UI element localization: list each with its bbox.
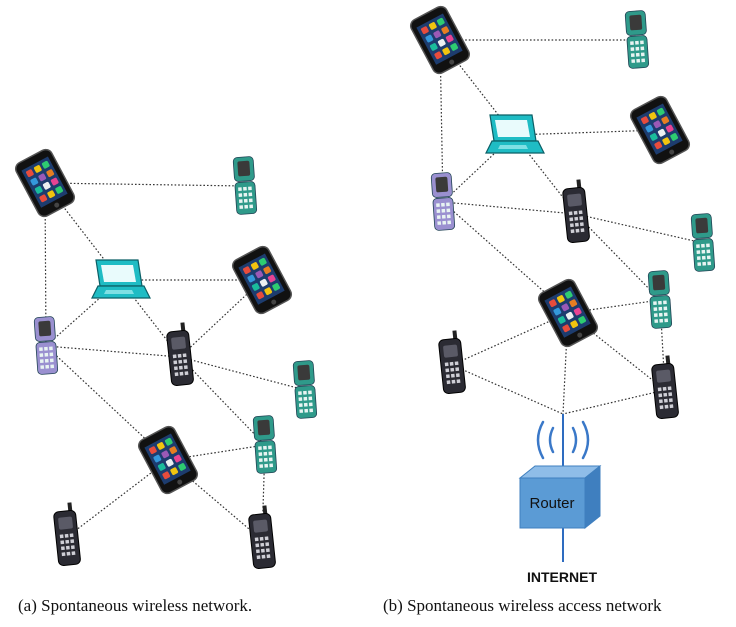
flip-phone-icon [690, 213, 716, 272]
caption-a: (a) Spontaneous wireless network. [18, 596, 253, 615]
link-s3-w2 [66, 459, 169, 538]
link-w1-f2 [575, 213, 704, 244]
walkie-phone-icon [53, 502, 81, 567]
laptop-icon [91, 259, 151, 299]
smartphone-icon [14, 148, 76, 218]
link-p1-s3 [45, 345, 169, 461]
flip-phone-icon [624, 10, 650, 69]
link-s3-w3 [567, 312, 666, 391]
purple-phone-icon [430, 172, 456, 231]
smartphone-icon [137, 425, 199, 495]
link-w3-hub [562, 389, 666, 415]
link-p1-s3 [442, 201, 569, 314]
nodes-network-b [409, 5, 716, 420]
link-p1-w1 [442, 201, 577, 215]
walkie-phone-icon [562, 179, 590, 244]
flip-phone-icon [232, 156, 258, 215]
walkie-phone-icon [166, 322, 194, 387]
caption-b: (b) Spontaneous wireless access network [383, 596, 662, 615]
link-w1-f3 [179, 356, 266, 446]
walkie-phone-icon [248, 505, 276, 570]
walkie-phone-icon [651, 355, 679, 420]
link-s3-w2 [451, 312, 569, 366]
smartphone-icon [537, 278, 599, 348]
smartphone-icon [231, 245, 293, 315]
link-s1-f1 [44, 182, 246, 187]
purple-phone-icon [33, 316, 59, 375]
smartphone-icon [409, 5, 471, 75]
flip-phone-icon [647, 270, 673, 329]
wireless-signal-icon [536, 420, 590, 460]
link-s3-w3 [167, 459, 263, 541]
link-w1-f2 [179, 356, 306, 391]
link-s3-hub [562, 312, 569, 415]
router-icon: Router [518, 464, 602, 530]
link-w2-hub [451, 364, 564, 415]
nodes-network-a [14, 148, 318, 570]
flip-phone-icon [252, 415, 278, 474]
internet-label: INTERNET [527, 569, 597, 585]
laptop-icon [485, 114, 545, 154]
flip-phone-icon [292, 360, 318, 419]
smartphone-icon [629, 95, 691, 165]
link-l1-s2 [513, 129, 661, 136]
walkie-phone-icon [438, 330, 466, 395]
link-p1-w1 [45, 345, 181, 358]
router-label: Router [529, 495, 574, 512]
